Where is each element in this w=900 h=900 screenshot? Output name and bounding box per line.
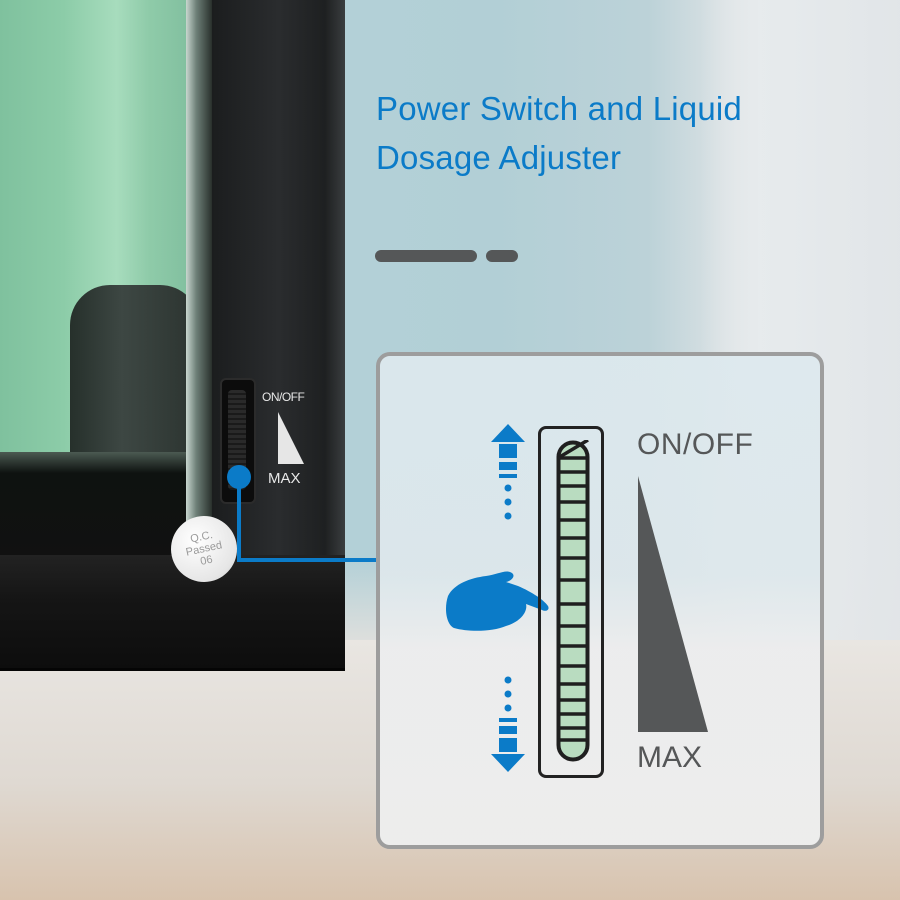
callout-onoff-label: ON/OFF xyxy=(637,428,754,461)
page-title: Power Switch and Liquid Dosage Adjuster xyxy=(376,84,742,182)
pointing-hand-icon xyxy=(446,571,549,631)
title-line-2: Dosage Adjuster xyxy=(376,139,622,176)
device-onoff-label: ON/OFF xyxy=(262,390,305,404)
arrow-up-icon xyxy=(491,424,525,520)
device-wedge-icon xyxy=(278,412,304,464)
callout-leader-vertical xyxy=(236,480,241,562)
device-base xyxy=(0,555,345,671)
callout-max-label: MAX xyxy=(637,741,703,774)
slider-frame xyxy=(538,426,604,778)
tank-edge xyxy=(186,0,212,555)
dosage-slider[interactable] xyxy=(556,440,590,762)
title-line-1: Power Switch and Liquid xyxy=(376,90,742,127)
arrow-down-icon xyxy=(491,676,525,772)
callout-leader-horizontal xyxy=(236,558,377,562)
divider-long xyxy=(375,250,477,262)
divider-short xyxy=(486,250,518,262)
device-max-label: MAX xyxy=(268,470,301,487)
dispenser-device: ON/OFF MAX Q.C. Passed 06 xyxy=(0,0,345,671)
intensity-wedge-icon xyxy=(638,476,708,732)
callout-panel: ON/OFF MAX xyxy=(376,352,824,849)
